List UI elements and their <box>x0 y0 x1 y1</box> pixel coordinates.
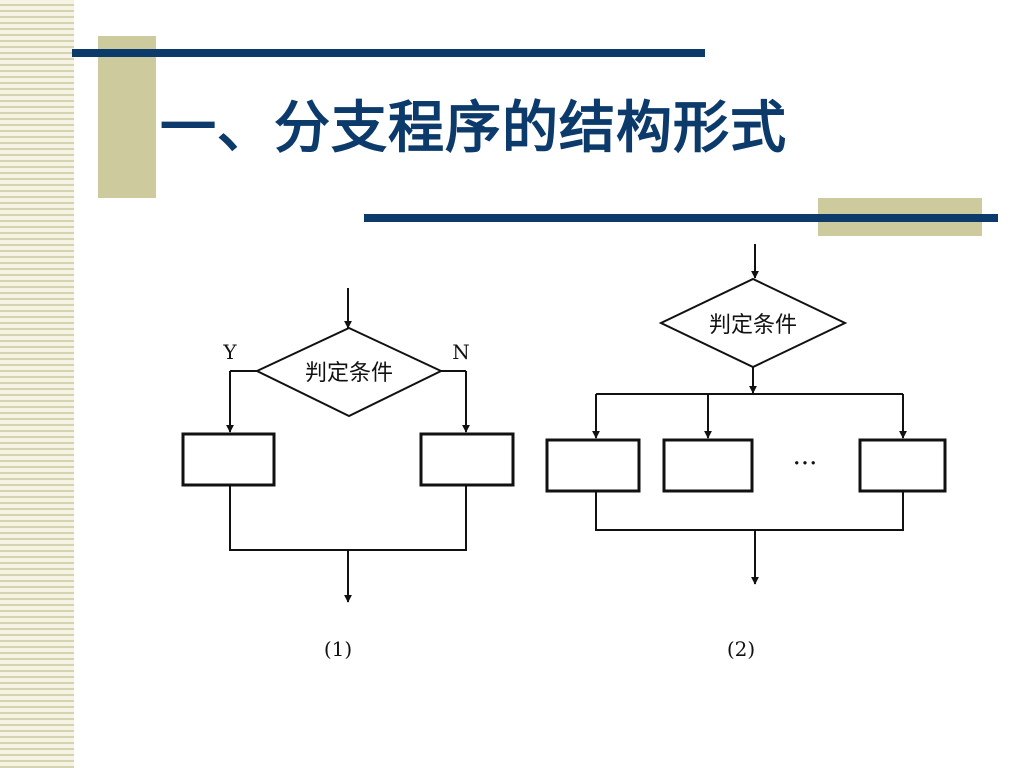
merge-line-1 <box>229 485 467 551</box>
process-box-a <box>545 438 641 493</box>
process-box-b <box>662 438 754 493</box>
flowchart-multi-way <box>545 244 947 585</box>
title-rule-top <box>72 49 705 57</box>
title-rule-bottom <box>364 214 998 222</box>
process-box-yes <box>181 432 276 487</box>
process-box-c <box>858 438 947 493</box>
yes-label: Y <box>222 340 237 364</box>
ellipsis-label: ··· <box>793 449 818 479</box>
striped-side-border <box>0 0 74 768</box>
flowchart-two-way <box>181 288 515 603</box>
accent-block-left <box>98 36 156 198</box>
decision-label-2: 判定条件 <box>709 313 797 338</box>
caption-1: (1) <box>324 637 352 661</box>
merge-line-2 <box>595 491 904 531</box>
decision-diamond-1 <box>254 326 444 418</box>
caption-2: (2) <box>727 637 755 661</box>
decision-label-1: 判定条件 <box>305 361 393 386</box>
no-label: N <box>452 340 470 364</box>
process-box-no <box>419 432 515 487</box>
slide-title: 一、分支程序的结构形式 <box>160 96 787 161</box>
